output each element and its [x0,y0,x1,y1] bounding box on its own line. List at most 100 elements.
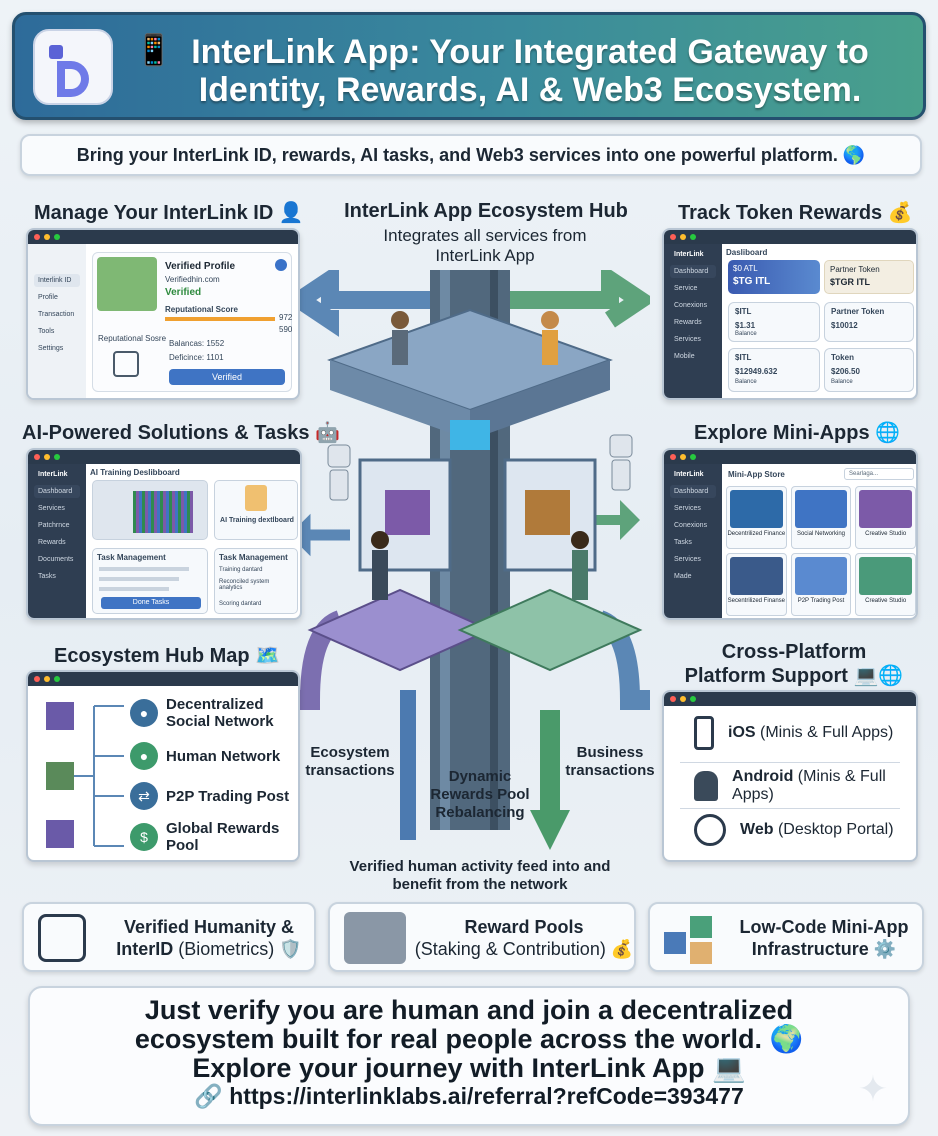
phone-icon: 📱 [135,34,173,67]
feature-title: Verified Humanity & [123,917,295,937]
sidebar-item-services-2[interactable]: Services [674,556,701,563]
platform-row-ios[interactable]: iOS (Minis & Full Apps) [694,716,893,750]
footer-line-2: ecosystem built for real people across t… [134,1024,804,1054]
node-square [46,702,74,730]
app-tile[interactable]: Creative Studio [855,486,916,549]
sidebar-item-services[interactable]: Services [674,505,701,512]
close-dot[interactable] [670,234,676,240]
sidebar-item-tasks[interactable]: Tasks [674,539,692,546]
app-tile[interactable]: Creative Studio [855,553,916,616]
close-dot[interactable] [34,676,40,682]
hub-node[interactable]: $ Global Rewards Pool [130,820,296,854]
dashboard-title: Dasliboard [726,248,768,257]
sidebar-item-id[interactable]: Interlink ID [34,274,80,287]
sidebar-item-transaction[interactable]: Transaction [38,311,75,318]
feature-title: Low-Code Mini-App [739,917,909,937]
app-tile[interactable]: P2P Trading Post [790,553,852,616]
verified-button[interactable]: Verified [169,369,285,385]
mini-apps-title: Explore Mini-Apps 🌐 [694,422,901,444]
verified-badge: Verified [165,287,202,298]
hub-node[interactable]: ⇄ P2P Trading Post [130,782,289,810]
sidebar-item-tasks[interactable]: Tasks [38,573,56,580]
maximize-dot[interactable] [690,454,696,460]
profile-title: Verified Profile [165,261,236,272]
token-tile-2[interactable]: Partner Token $10012 [824,302,914,342]
network-icon: ● [130,742,158,770]
tile-value: $10012 [831,321,858,330]
hub-node[interactable]: ● Human Network [130,742,280,770]
sidebar-item-rewards[interactable]: Rewards [674,319,702,326]
platform-row-web[interactable]: Web (Desktop Portal) [694,814,894,846]
minimize-dot[interactable] [680,454,686,460]
sidebar-item-patchrnce[interactable]: Patchrnce [38,522,70,529]
maximize-dot[interactable] [690,696,696,702]
tile-label: Token [831,353,854,362]
task-item[interactable]: Reconciled system analytics [219,579,270,591]
app-tile[interactable]: Secentrilized Finanse [726,553,787,616]
mini-apps-window: InterLink Dashboard Services Conexions T… [662,448,918,620]
ai-doc-card: AI Training dextlboard [214,480,298,540]
app-tile[interactable]: Social Networking [790,486,852,549]
close-dot[interactable] [670,696,676,702]
clipboard-icon [245,485,267,511]
close-dot[interactable] [670,454,676,460]
token-tile-1[interactable]: $ITL $1.31 Balance [728,302,820,342]
sidebar-item-services[interactable]: Services [674,336,701,343]
referral-link[interactable]: 🔗 https://interlinklabs.ai/referral?refC… [194,1083,744,1109]
task-bar [99,567,189,571]
app-tile[interactable]: Decentrilized Finance [726,486,787,549]
maximize-dot[interactable] [54,676,60,682]
maximize-dot[interactable] [54,234,60,240]
sidebar-item-made[interactable]: Made [674,573,692,580]
window-titlebar [28,230,298,244]
sidebar-item-rewards[interactable]: Rewards [38,539,66,546]
platform-name: iOS [728,724,756,741]
trade-arrows-icon [794,557,848,595]
done-tasks-button[interactable]: Done Tasks [101,597,201,609]
platform-detail: (Minis & Full Apps) [732,768,886,803]
maximize-dot[interactable] [690,234,696,240]
sidebar-item-tools[interactable]: Tools [38,328,55,335]
sidebar-item-settings[interactable]: Settings [38,345,64,352]
sidebar-item-dashboard[interactable]: Dashboard [34,485,80,498]
sidebar-item-dashboard[interactable]: Dashboard [670,485,716,498]
task-bar [99,587,169,591]
platform-row-android[interactable]: Android (Minis & Full Apps) [694,768,916,804]
app-label: Secentrilized Finanse [727,598,786,604]
minimize-dot[interactable] [44,234,50,240]
minimize-dot[interactable] [44,454,50,460]
task-item[interactable]: Scoring dantard [219,601,262,607]
minimize-dot[interactable] [680,234,686,240]
dashboard-title: AI Training Deslibboard [90,468,180,477]
hub-node[interactable]: ● Decentralized Social Network [130,696,296,730]
sidebar-item-profile[interactable]: Profile [38,294,58,301]
sidebar-item-mobile[interactable]: Mobile [674,353,695,360]
window-titlebar [28,450,300,464]
close-dot[interactable] [34,454,40,460]
task-item[interactable]: Training dantard [219,567,263,573]
sidebar-item-conexions[interactable]: Conexions [674,522,708,529]
check-icon [275,259,287,271]
sidebar-item-service[interactable]: Service [674,285,698,292]
token-tile-4[interactable]: Token $206.50 Balance [824,348,914,392]
sidebar-item-dashboard[interactable]: Dashboard [670,265,716,278]
brush-icon [859,490,912,528]
hub-map-window: ● Decentralized Social Network ● Human N… [26,670,300,862]
task-management-list: Task Management Training dantard Reconci… [214,548,298,614]
app-label: Decentrilized Finance [727,531,786,537]
search-input[interactable]: Searlaga... [844,468,914,480]
safe-icon [344,912,406,964]
sidebar-item-conexions[interactable]: Conexions [674,302,708,309]
close-dot[interactable] [34,234,40,240]
maximize-dot[interactable] [54,454,60,460]
minimize-dot[interactable] [44,676,50,682]
rep-bar [165,317,275,321]
task-bar [99,577,179,581]
minimize-dot[interactable] [680,696,686,702]
sidebar-item-documents[interactable]: Documents [38,556,74,563]
sidebar-item-services[interactable]: Services [38,505,65,512]
rep-score-1: 972 [279,313,293,322]
app-grid: Decentrilized Finance Social Networking … [726,486,916,616]
divider [680,808,900,809]
token-tile-3[interactable]: $ITL $12949.632 Balance [728,348,820,392]
